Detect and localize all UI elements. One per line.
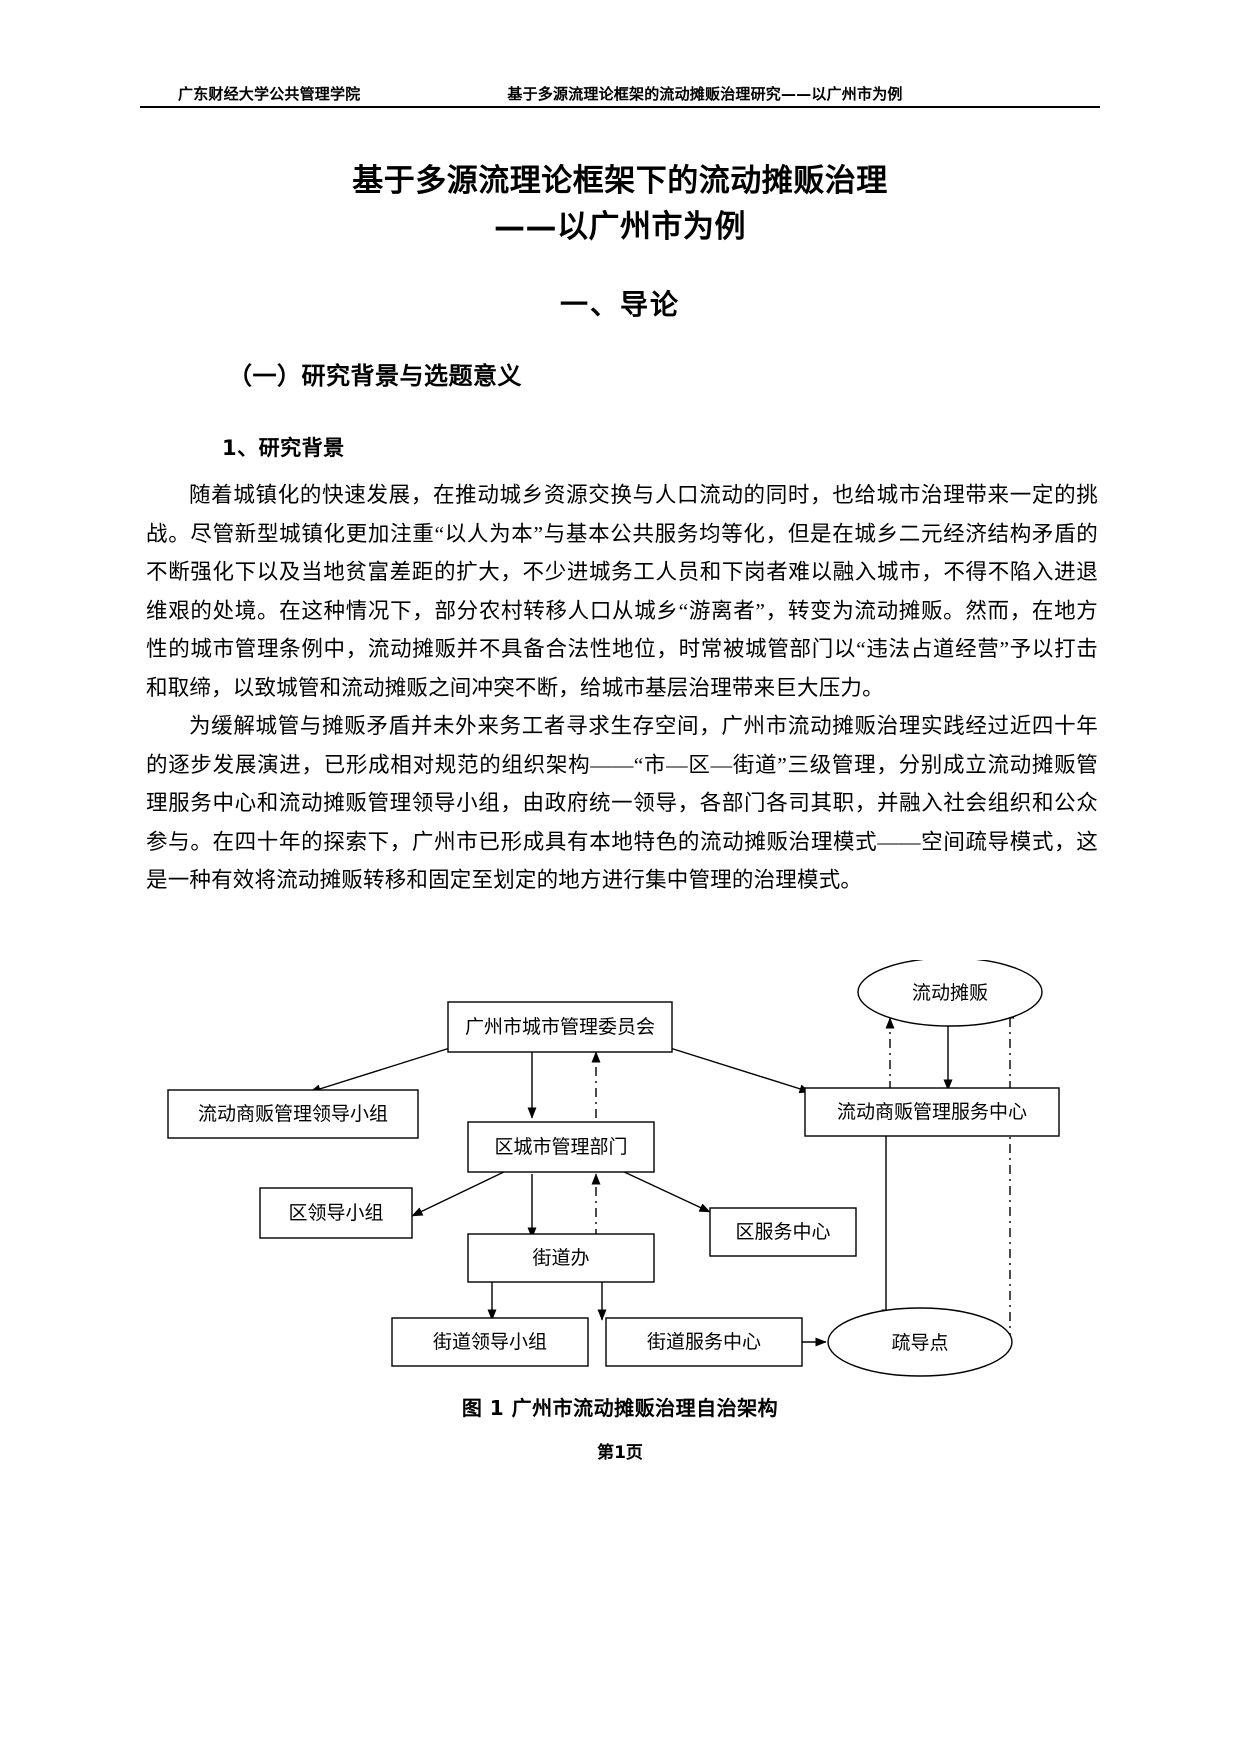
header-institution: 广东财经大学公共管理学院 [178,85,361,103]
connector-committee-to-city-service-center [669,1047,811,1094]
diagram-node-street-office-label: 街道办 [532,1247,589,1269]
running-header: 广东财经大学公共管理学院 基于多源流理论框架的流动摊贩治理研究——以广州市为例 [140,70,1100,104]
diagram-node-district-dept: 区城市管理部门 [467,1121,655,1173]
connector-district-dept-to-district-service-center [619,1169,711,1213]
diagram-node-city-service-center-label: 流动商贩管理服务中心 [837,1101,1027,1123]
header-divider [140,106,1100,108]
title-line-1: 基于多源流理论框架下的流动摊贩治理 [352,163,888,199]
diagram-node-guidance-point-label: 疏导点 [891,1332,948,1354]
diagram-node-street-service-center-label: 街道服务中心 [647,1331,761,1353]
connector-committee-to-city-leader-group [309,1047,451,1094]
diagram-node-street-office: 街道办 [467,1233,655,1283]
diagram-node-district-service-center: 区服务中心 [709,1207,857,1257]
diagram-node-city-leader-group-label: 流动商贩管理领导小组 [198,1103,388,1125]
diagram-svg: 广州市城市管理委员会 流动商贩管理领导小组 流动商贩管理服务中心 区城市管理部门… [167,957,1060,1377]
diagram-node-city-leader-group: 流动商贩管理领导小组 [167,1089,419,1139]
diagram-node-district-leader-group: 区领导小组 [259,1187,413,1239]
diagram-node-committee-label: 广州市城市管理委员会 [465,1016,655,1038]
page-footer: 第1页 [597,1443,643,1463]
section-heading-1: 一、导论 [559,288,680,321]
diagram-node-guidance-point: 疏导点 [827,1307,1013,1377]
paragraph: 随着城镇化的快速发展，在推动城乡资源交换与人口流动的同时，也给城市治理带来一定的… [146,483,1098,700]
section-heading-2: （一）研究背景与选题意义 [228,362,522,390]
diagram-node-street-service-center: 街道服务中心 [605,1317,803,1367]
section-heading-3: 1、研究背景 [222,436,345,460]
diagram-node-vendors: 流动摊贩 [857,957,1043,1027]
diagram-node-district-leader-group-label: 区领导小组 [288,1202,383,1224]
diagram-node-street-leader-group: 街道领导小组 [391,1317,589,1367]
header-paper-title: 基于多源流理论框架的流动摊贩治理研究——以广州市为例 [507,85,903,103]
diagram-node-city-service-center: 流动商贩管理服务中心 [804,1087,1060,1137]
diagram-node-district-dept-label: 区城市管理部门 [494,1136,627,1158]
connector-district-dept-to-district-leader-group [411,1169,509,1217]
diagram-node-committee: 广州市城市管理委员会 [447,1001,673,1053]
title-line-2: ——以广州市为例 [494,209,746,245]
paragraph: 为缓解城管与摊贩矛盾并未外来务工者寻求生存空间，广州市流动摊贩治理实践经过近四十… [146,714,1098,892]
diagram-node-district-service-center-label: 区服务中心 [735,1221,830,1243]
page-title: 基于多源流理论框架下的流动摊贩治理 ——以广州市为例 [140,158,1100,250]
diagram-node-vendors-label: 流动摊贩 [912,982,988,1004]
figure-caption: 图 1 广州市流动摊贩治理自治架构 [461,1396,779,1420]
figure-organizational-diagram: 广州市城市管理委员会 流动商贩管理领导小组 流动商贩管理服务中心 区城市管理部门… [150,957,1100,1380]
body-text: 随着城镇化的快速发展，在推动城乡资源交换与人口流动的同时，也给城市治理带来一定的… [146,476,1098,900]
diagram-node-street-leader-group-label: 街道领导小组 [433,1331,547,1353]
